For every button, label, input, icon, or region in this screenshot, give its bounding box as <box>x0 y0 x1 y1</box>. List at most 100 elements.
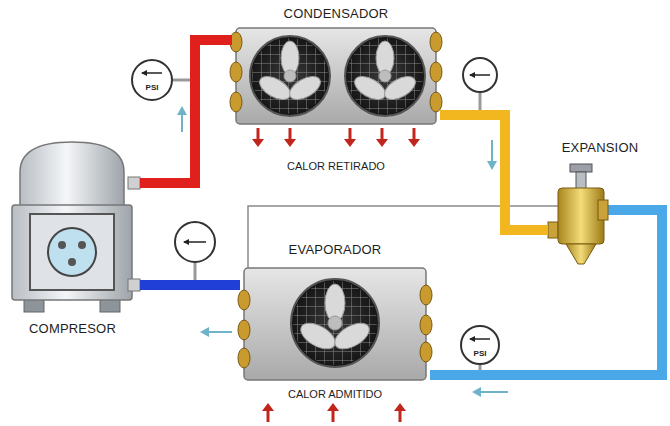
illustration-part <box>605 205 652 215</box>
illustration-part <box>262 403 274 411</box>
illustration-part <box>257 128 260 140</box>
illustration-part <box>200 327 209 337</box>
illustration-part <box>194 262 197 280</box>
illustration-part <box>558 188 604 244</box>
illustration-part <box>128 279 140 291</box>
illustration-part <box>291 279 379 367</box>
compressor-illustration <box>12 142 140 312</box>
illustration-part <box>141 70 147 76</box>
illustration-part <box>284 139 296 147</box>
illustration-part <box>408 139 420 147</box>
illustration-part <box>284 70 296 82</box>
illustration-part <box>58 241 66 249</box>
illustration-part <box>30 214 114 290</box>
illustration-part <box>20 142 124 212</box>
flow-arrows <box>177 106 508 397</box>
gauge-unit: PSI <box>468 349 492 358</box>
illustration-part <box>430 92 442 112</box>
illustration-part <box>248 206 560 268</box>
illustration-part <box>68 258 76 266</box>
illustration-part <box>420 342 432 362</box>
illustration-part <box>12 205 132 300</box>
illustration-part <box>172 79 190 82</box>
illustration-part <box>469 72 475 78</box>
heat-note: CALOR RETIRADO <box>287 160 385 172</box>
illustration-part <box>252 38 328 114</box>
illustration-part <box>256 41 324 104</box>
expansion-valve <box>248 164 652 268</box>
illustration-part <box>480 391 508 393</box>
illustration-part <box>244 268 426 380</box>
illustration-part <box>472 387 481 397</box>
illustration-part <box>463 58 497 92</box>
gauge-unit: PSI <box>140 83 164 92</box>
illustration-part <box>327 403 339 411</box>
illustration-part <box>576 172 586 190</box>
illustration-part <box>183 239 189 245</box>
pressure-gauges <box>132 58 499 370</box>
illustration-part <box>289 128 292 140</box>
illustration-part <box>570 164 592 172</box>
compressor-node: COMPRESOR <box>5 138 140 336</box>
illustration-part <box>181 114 183 132</box>
illustration-part <box>132 60 172 100</box>
illustration-part <box>344 139 356 147</box>
illustration-part <box>238 348 250 368</box>
illustration-part <box>250 36 330 116</box>
illustration-part <box>328 316 342 330</box>
illustration-part <box>430 62 442 82</box>
illustration-part <box>236 28 436 124</box>
illustration-part <box>479 92 482 110</box>
illustration-part <box>230 92 242 112</box>
illustration-part <box>420 285 432 305</box>
refrigerant-pipe <box>440 115 548 230</box>
illustration-part <box>461 326 499 364</box>
illustration-part <box>293 281 377 365</box>
illustration-part <box>381 128 384 140</box>
illustration-part <box>208 331 232 333</box>
illustration-part <box>548 222 558 238</box>
unit-title: EVAPORADOR <box>289 242 382 257</box>
illustration-part <box>175 222 215 262</box>
illustration-part <box>297 284 374 354</box>
condenser-unit <box>230 28 442 124</box>
illustration-part <box>379 70 391 82</box>
illustration-part <box>491 140 493 162</box>
illustration-part <box>566 244 596 264</box>
refrigerant-pipe <box>140 40 232 183</box>
expansion-node: EXPANSION <box>548 140 652 266</box>
illustration-part <box>399 410 402 422</box>
illustration-part <box>394 403 406 411</box>
evaporator-unit <box>238 268 432 380</box>
condenser-node: CONDENSADOR CALOR RETIRADO <box>232 6 440 172</box>
illustration-part <box>351 41 419 104</box>
illustration-part <box>487 161 497 170</box>
illustration-part <box>430 32 442 52</box>
illustration-part <box>598 200 608 220</box>
illustration-part <box>349 128 352 140</box>
illustration-part <box>238 290 250 310</box>
unit-title: EXPANSION <box>562 140 639 155</box>
refrigerant-pipe <box>430 210 662 375</box>
heat-note: CALOR ADMITIDO <box>288 388 382 400</box>
heat-in-arrows <box>262 403 406 422</box>
unit-title: CONDENSADOR <box>284 6 389 21</box>
unit-title: COMPRESOR <box>29 321 116 336</box>
illustration-part <box>252 139 264 147</box>
illustration-part <box>469 336 475 342</box>
heat-out-arrows <box>252 128 420 147</box>
refrigerant-pipe <box>140 280 240 290</box>
illustration-part <box>128 177 140 189</box>
illustration-part <box>48 228 96 276</box>
illustration-part <box>413 128 416 140</box>
illustration-part <box>345 36 425 116</box>
illustration-part <box>420 315 432 335</box>
illustration-part <box>238 320 250 340</box>
illustration-part <box>177 106 187 115</box>
illustration-part <box>376 139 388 147</box>
illustration-part <box>267 410 270 422</box>
